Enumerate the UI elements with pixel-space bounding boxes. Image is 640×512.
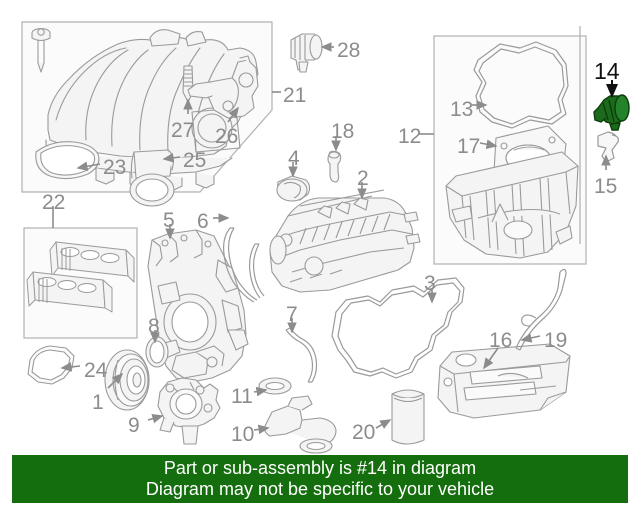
part-oil-pump-9 bbox=[157, 377, 221, 445]
part-notice-banner: Part or sub-assembly is #14 in diagram D… bbox=[12, 455, 628, 503]
part-pcv-valve-28 bbox=[290, 33, 323, 73]
callout-10: 10 bbox=[231, 423, 255, 446]
callout-5: 5 bbox=[163, 209, 175, 232]
callout-19: 19 bbox=[544, 329, 568, 352]
part-seal-strip-7 bbox=[285, 327, 318, 383]
part-gasket-24 bbox=[27, 345, 75, 385]
part-camshaft-cover-2 bbox=[269, 189, 421, 293]
callout-23: 23 bbox=[103, 156, 127, 179]
banner-line-1: Part or sub-assembly is #14 in diagram bbox=[163, 458, 477, 478]
callout-6: 6 bbox=[197, 210, 209, 233]
callout-12: 12 bbox=[398, 125, 422, 148]
part-bolt-27a bbox=[31, 27, 51, 73]
callout-17: 17 bbox=[457, 135, 481, 158]
callout-27: 27 bbox=[171, 119, 195, 142]
callout-18: 18 bbox=[331, 120, 355, 143]
callout-28: 28 bbox=[337, 39, 361, 62]
callout-25: 25 bbox=[183, 149, 207, 172]
callout-16: 16 bbox=[489, 329, 513, 352]
callout-21: 21 bbox=[283, 84, 307, 107]
callout-9: 9 bbox=[128, 414, 140, 437]
callout-20: 20 bbox=[352, 421, 376, 444]
part-oil-filter-20 bbox=[391, 389, 425, 445]
part-o-ring-11 bbox=[258, 377, 292, 395]
callout-13: 13 bbox=[450, 98, 474, 121]
part-crank-pulley-1 bbox=[104, 349, 150, 411]
part-bracket-15 bbox=[597, 131, 619, 163]
callout-2: 2 bbox=[357, 167, 369, 190]
part-oil-pressure-sensor-14 bbox=[593, 94, 630, 131]
callout-3: 3 bbox=[424, 272, 436, 295]
part-windage-tray-16 bbox=[437, 343, 571, 419]
part-timing-cover-5 bbox=[147, 229, 249, 383]
banner-line-2: Diagram may not be specific to your vehi… bbox=[145, 479, 495, 499]
part-grommet-18 bbox=[327, 150, 342, 183]
callout-26: 26 bbox=[215, 125, 239, 148]
part-crank-seal-8 bbox=[145, 336, 169, 368]
callout-7: 7 bbox=[286, 303, 298, 326]
part-intake-spacers-22 bbox=[26, 241, 135, 313]
callout-8: 8 bbox=[148, 315, 160, 338]
part-oil-pan-gasket-13 bbox=[473, 41, 569, 129]
callout-14: 14 bbox=[594, 58, 620, 84]
callout-24: 24 bbox=[84, 359, 108, 382]
part-air-duct-25 bbox=[129, 149, 175, 207]
part-valve-cover-gasket-3 bbox=[331, 277, 465, 379]
part-oil-pan-body-12 bbox=[445, 151, 579, 259]
callout-11: 11 bbox=[231, 385, 253, 408]
part-throttle-body-26 bbox=[187, 55, 259, 119]
part-pickup-tube-10 bbox=[264, 395, 337, 454]
callout-1: 1 bbox=[92, 391, 104, 414]
part-gasket-strip-6 bbox=[223, 227, 265, 303]
part-intake-manifold-21 bbox=[45, 29, 259, 191]
callout-4: 4 bbox=[288, 147, 300, 170]
callout-15: 15 bbox=[594, 175, 618, 198]
callout-22: 22 bbox=[42, 191, 66, 214]
part-gasket-23 bbox=[35, 141, 100, 180]
part-oil-filler-cap-4 bbox=[276, 175, 311, 202]
